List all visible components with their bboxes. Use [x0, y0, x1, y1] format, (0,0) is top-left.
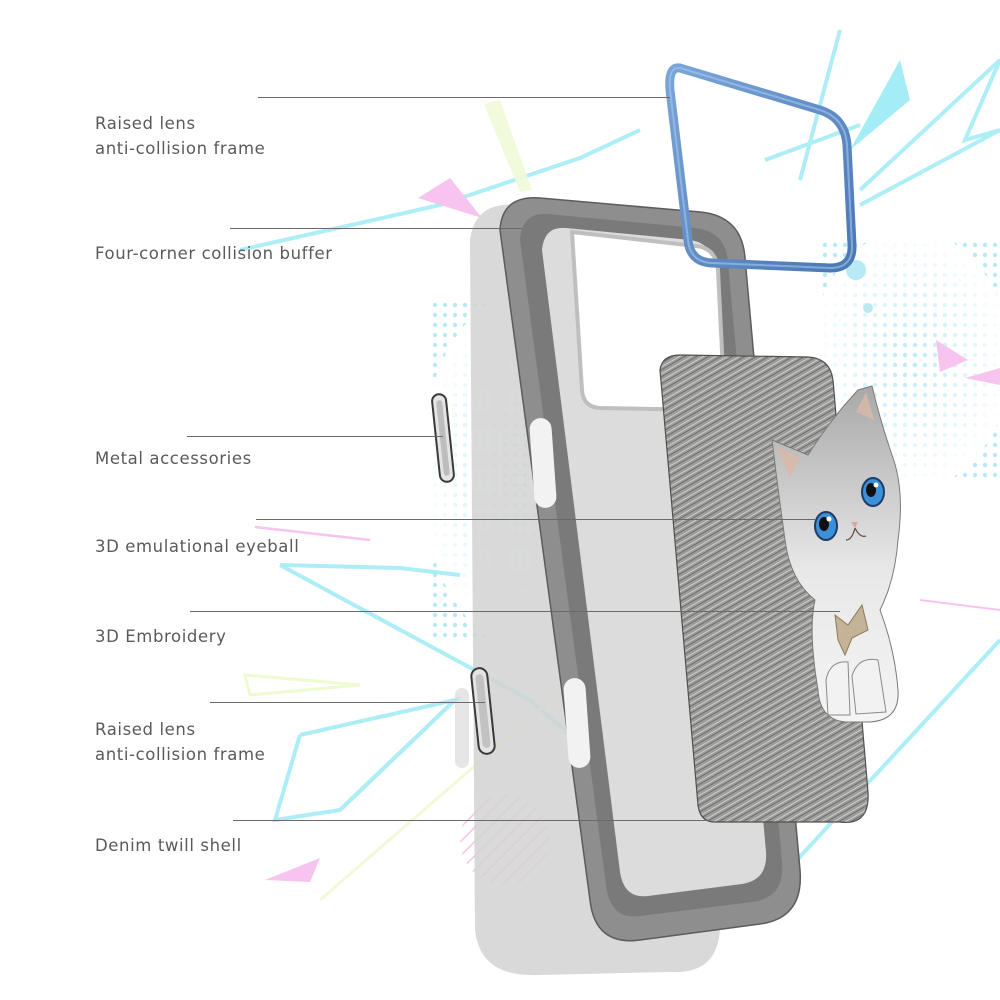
callout-text-line: Raised lens: [95, 720, 196, 739]
leader-line-lens-frame-bottom: [210, 702, 485, 703]
cat-bowtie: [834, 603, 869, 657]
callout-lens-frame-top: Raised lens anti-collision frame: [95, 111, 265, 161]
cyan-triangle-decoration: [850, 60, 910, 150]
leader-line-denim-shell: [233, 820, 708, 821]
leader-line-lens-frame-top: [258, 97, 670, 98]
leader-line-corner-buffer: [230, 228, 522, 229]
callout-corner-buffer: Four-corner collision buffer: [95, 241, 333, 266]
callout-metal-accessories: Metal accessories: [95, 446, 252, 471]
callout-text-line: Denim twill shell: [95, 836, 242, 855]
callout-text-line: 3D Embroidery: [95, 627, 227, 646]
leader-line-eyeball: [256, 519, 816, 520]
callout-eyeball: 3D emulational eyeball: [95, 534, 299, 559]
embroidered-cat: [771, 385, 901, 723]
metal-accessories-buttons: [431, 393, 496, 768]
leader-line-embroidery: [190, 611, 840, 612]
cyan-line-decoration: [239, 29, 1000, 903]
lens-frame-ring: [665, 63, 857, 273]
callout-text-line: anti-collision frame: [95, 745, 266, 764]
callout-denim-shell: Denim twill shell: [95, 833, 242, 858]
callout-lens-frame-bottom: Raised lens anti-collision frame: [95, 717, 265, 767]
cat-eye-right: [861, 477, 885, 507]
pink-triangle-decoration: [418, 178, 482, 218]
callout-text-line: 3D emulational eyeball: [95, 537, 300, 556]
callout-text-line: Metal accessories: [95, 449, 252, 468]
callout-text-line: Four-corner collision buffer: [95, 244, 333, 263]
leader-line-metal-accessories: [187, 436, 443, 437]
callout-text-line: anti-collision frame: [95, 139, 266, 158]
callout-text-line: Raised lens: [95, 114, 196, 133]
callout-embroidery: 3D Embroidery: [95, 624, 227, 649]
cat-eye-left: [814, 511, 838, 541]
